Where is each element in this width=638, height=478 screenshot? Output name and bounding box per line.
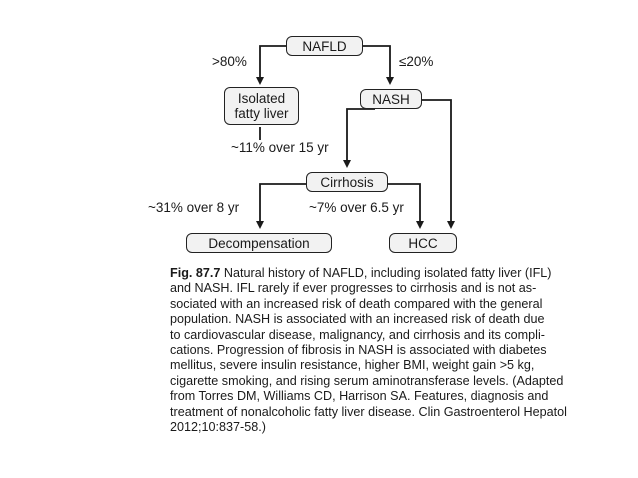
figure-caption: Fig. 87.7 Natural history of NAFLD, incl…	[170, 266, 570, 435]
caption-line: cigarette smoking, and rising serum amin…	[170, 373, 564, 388]
node-cirrhosis-label: Cirrhosis	[320, 174, 374, 190]
arrow-nash-to-hcc	[420, 99, 455, 229]
node-decompensation-label: Decompensation	[208, 235, 310, 251]
caption-line-text: Natural history of NAFLD, including isol…	[223, 266, 552, 280]
caption-line: treatment of nonalcoholic fatty liver di…	[170, 404, 567, 419]
node-nafld: NAFLD	[286, 36, 363, 56]
node-hcc: HCC	[389, 233, 457, 253]
edge-label-nafld-to-isolated: >80%	[212, 54, 247, 69]
arrow-nash-to-cirrhosis	[343, 108, 375, 168]
node-isolated-label-line2: fatty liver	[234, 106, 289, 121]
caption-line: and NASH. IFL rarely if ever progresses …	[170, 281, 537, 296]
edge-label-cirrhosis-to-hcc: ~7% over 6.5 yr	[309, 200, 404, 215]
node-nafld-label: NAFLD	[302, 38, 347, 54]
caption-figure-label: Fig. 87.7	[170, 266, 221, 280]
node-isolated-label-line1: Isolated	[237, 91, 286, 106]
caption-line: mellitus, severe insulin resistance, hig…	[170, 358, 535, 373]
connector-lines	[256, 45, 455, 229]
arrow-cirrhosis-to-hcc	[388, 183, 424, 229]
arrow-cirrhosis-to-decompensation	[256, 183, 306, 229]
edge-label-cirrhosis-to-decompensation: ~31% over 8 yr	[148, 200, 240, 215]
node-isolated-fatty-liver: Isolated fatty liver	[224, 87, 299, 125]
caption-line: 2012;10:837-58.)	[170, 420, 266, 435]
caption-line: population. NASH is associated with an i…	[170, 312, 545, 327]
caption-line: cations. Progression of fibrosis in NASH…	[170, 343, 547, 358]
caption-line: from Torres DM, Williams CD, Harrison SA…	[170, 389, 549, 404]
arrow-nafld-to-isolated	[256, 45, 286, 85]
node-cirrhosis: Cirrhosis	[306, 172, 388, 192]
node-nash-label: NASH	[372, 91, 410, 107]
edge-label-nafld-to-nash: ≤20%	[399, 54, 434, 69]
flow-diagram: NAFLD Isolated fatty liver NASH Cirrhosi…	[148, 36, 457, 253]
node-decompensation: Decompensation	[186, 233, 332, 253]
node-hcc-label: HCC	[408, 235, 438, 251]
caption-line: to cardiovascular disease, malignancy, a…	[170, 327, 545, 342]
arrow-nafld-to-nash	[363, 45, 394, 85]
caption-line: sociated with an increased risk of death…	[170, 296, 543, 311]
edge-label-nash-to-cirrhosis: ~11% over 15 yr	[231, 140, 329, 155]
caption-line: Fig. 87.7 Natural history of NAFLD, incl…	[170, 266, 570, 281]
node-nash: NASH	[360, 89, 422, 109]
